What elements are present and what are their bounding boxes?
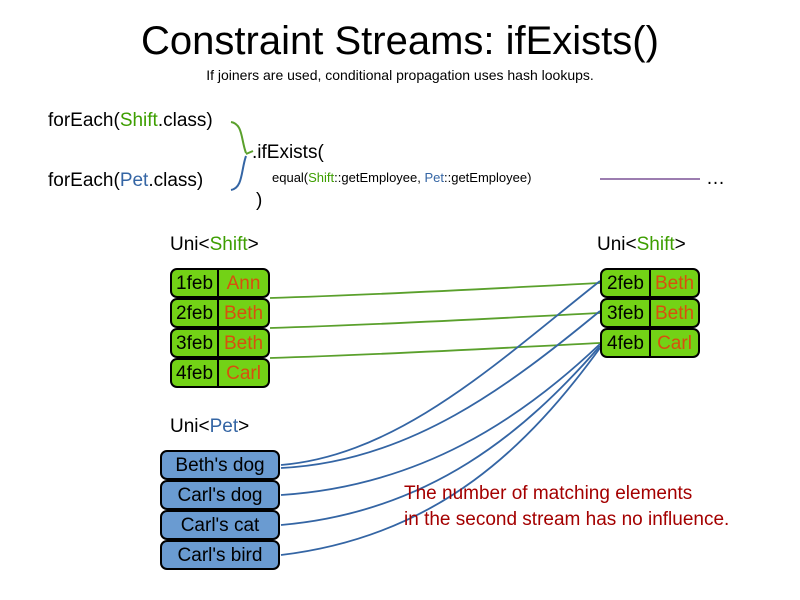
left-shift-date: 4feb (172, 360, 220, 386)
left-shift-name: Beth (223, 302, 264, 324)
code-close-paren: ) (256, 190, 263, 211)
right-shift-date: 4feb (602, 330, 651, 356)
code-foreach-shift-prefix: forEach( (48, 110, 120, 131)
code-foreach-pet-suffix: .class) (148, 170, 204, 191)
ellipsis-label: … (706, 168, 725, 189)
code-equal-left-type: Shift (308, 170, 335, 185)
code-equal-prefix: equal( (272, 170, 309, 185)
left-shift-name: Carl (226, 362, 261, 384)
code-equal-right-ref: ::getEmployee) (444, 170, 532, 185)
blue-link-carls-dog-4feb (280, 343, 601, 496)
pet-label: Carl's dog (177, 484, 263, 506)
brace-arm-pet (230, 155, 247, 191)
left-shift-date: 1feb (172, 270, 220, 296)
pet-label: Beth's dog (175, 454, 265, 476)
pet-label: Carl's bird (177, 544, 263, 566)
code-foreach-shift: forEach(Shift.class) (48, 110, 213, 132)
left-shift-name: Ann (226, 272, 261, 294)
header-right-suffix: > (674, 234, 686, 255)
header-right-prefix: Uni< (597, 234, 637, 255)
pet-row: Beth's dog (160, 450, 280, 480)
code-foreach-pet-prefix: forEach( (48, 170, 120, 191)
header-left-suffix: > (247, 234, 259, 255)
pet-row: Carl's bird (160, 540, 280, 570)
right-shift-row: 4feb Carl (600, 328, 700, 358)
blue-link-beths-dog-2feb (280, 280, 601, 466)
code-ifexists: .ifExists( (252, 142, 324, 163)
code-equal-left-ref: ::getEmployee, (334, 170, 425, 185)
code-foreach-shift-suffix: .class) (157, 110, 213, 131)
right-shift-date: 3feb (602, 300, 651, 326)
left-shift-row: 4feb Carl (170, 358, 270, 388)
right-shift-name: Beth (654, 302, 695, 324)
header-uni-pet: Uni<Pet> (170, 416, 249, 438)
page-title: Constraint Streams: ifExists() (141, 19, 659, 63)
code-foreach-shift-type: Shift (119, 110, 158, 131)
header-right-type: Shift (636, 234, 675, 255)
green-link-2feb (269, 282, 601, 299)
green-link-3feb (269, 312, 601, 329)
code-equal-joiner: equal(Shift::getEmployee, Pet::getEmploy… (272, 170, 531, 186)
green-link-4feb (269, 342, 601, 359)
left-shift-date: 3feb (172, 330, 220, 356)
code-foreach-pet: forEach(Pet.class) (48, 170, 203, 192)
header-right-uni-shift: Uni<Shift> (597, 234, 686, 256)
pet-row: Carl's cat (160, 510, 280, 540)
annotation-note: The number of matching elements in the s… (404, 483, 730, 530)
right-shift-date: 2feb (602, 270, 651, 296)
pet-label: Carl's cat (180, 514, 260, 536)
header-left-prefix: Uni< (170, 234, 210, 255)
code-equal-right-type: Pet (424, 170, 444, 185)
header-pet-prefix: Uni< (170, 416, 210, 437)
code-foreach-pet-type: Pet (119, 170, 149, 191)
header-pet-type: Pet (209, 416, 239, 437)
brace-arm-shift (230, 121, 247, 154)
left-shift-name: Beth (223, 332, 264, 354)
right-shift-name: Beth (654, 272, 695, 294)
header-pet-suffix: > (238, 416, 250, 437)
header-left-uni-shift: Uni<Shift> (170, 234, 259, 256)
left-shift-date: 2feb (172, 300, 220, 326)
pet-row: Carl's dog (160, 480, 280, 510)
right-shift-name: Carl (657, 332, 692, 354)
header-left-type: Shift (209, 234, 248, 255)
left-shift-row: 1feb Ann (170, 268, 270, 298)
blue-link-beths-dog-3feb (280, 310, 601, 469)
page-subtitle: If joiners are used, conditional propaga… (206, 67, 594, 83)
